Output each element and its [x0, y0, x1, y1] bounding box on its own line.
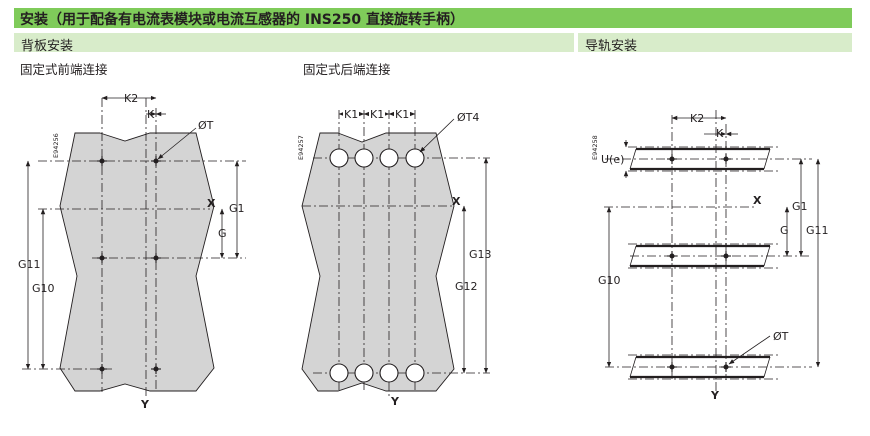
terminal-hole — [405, 148, 425, 168]
page-title: 安装（用于配备有电流表模块或电流互感器的 INS250 直接旋转手柄） — [20, 12, 464, 28]
mount-point — [667, 251, 677, 261]
back-plate-section-label: 背板安装 — [21, 39, 74, 54]
mount-point — [667, 154, 677, 164]
dim-g10-label: G10 — [32, 282, 55, 295]
mount-point — [97, 253, 107, 263]
terminal-hole — [405, 363, 425, 383]
dim-g11-label: G11 — [18, 258, 41, 271]
terminal-hole — [379, 148, 399, 168]
mount-point — [721, 362, 731, 372]
dim-k1-label: K1 — [370, 108, 384, 121]
figure-code: E94256 — [52, 133, 60, 158]
back-plate-section-bar: 背板安装 — [14, 33, 574, 54]
mount-point — [721, 154, 731, 164]
dim-k1-label: K1 — [344, 108, 358, 121]
terminal-hole — [354, 363, 374, 383]
figure-din-rail: E94258 K2 K U(e) X Y G1 G G11 G10 ØT — [591, 110, 829, 402]
terminal-hole — [354, 148, 374, 168]
hole-dia-label: ØT — [773, 330, 789, 343]
axis-y-label: Y — [140, 398, 150, 411]
axis-x-label: X — [753, 194, 762, 207]
terminal-hole — [329, 363, 349, 383]
plate-outline — [59, 132, 215, 392]
axis-x-label: X — [207, 197, 216, 210]
mount-point — [151, 253, 161, 263]
dim-g13-label: G13 — [469, 248, 492, 261]
dim-g10-label: G10 — [598, 274, 621, 287]
mount-point — [151, 156, 161, 166]
terminal-hole — [379, 363, 399, 383]
axis-y-label: Y — [390, 395, 400, 408]
figure-code: E94257 — [297, 135, 305, 160]
mount-point — [97, 156, 107, 166]
dim-k-label: K — [716, 127, 724, 140]
mount-point — [721, 251, 731, 261]
din-rail-section-label: 导轨安装 — [585, 39, 638, 54]
dim-g1-label: G1 — [229, 202, 245, 215]
dim-g1-label: G1 — [792, 200, 808, 213]
dim-g-label: G — [780, 224, 789, 237]
dim-k2-label: K2 — [690, 112, 704, 125]
hole-dia-label: ØT — [198, 119, 214, 132]
mount-point — [667, 362, 677, 372]
axis-y-label: Y — [710, 389, 720, 402]
front-fixed-caption: 固定式前端连接 — [20, 62, 108, 77]
figure-code: E94258 — [591, 135, 599, 160]
dim-k1-label: K1 — [395, 108, 409, 121]
figure-rear-fixed: E94257 K1 K1 K1 ØT4 X Y G13 G12 — [297, 108, 492, 408]
dim-u-label: U(e) — [601, 153, 624, 166]
title-bar: 安装（用于配备有电流表模块或电流互感器的 INS250 直接旋转手柄） — [14, 8, 852, 28]
figure-front-fixed: E94256 K2 K ØT X Y G1 G G11 G10 — [18, 92, 246, 411]
dim-g11-label: G11 — [806, 224, 829, 237]
din-rail-section-bar: 导轨安装 — [578, 33, 852, 54]
din-rails — [630, 147, 770, 379]
terminal-hole — [329, 148, 349, 168]
plate-outline — [301, 132, 455, 392]
axis-x-label: X — [452, 195, 461, 208]
mount-point — [151, 364, 161, 374]
rear-fixed-caption: 固定式后端连接 — [303, 62, 391, 77]
dim-g-label: G — [218, 227, 227, 240]
hole-dia-label: ØT4 — [457, 111, 479, 124]
mount-point — [97, 364, 107, 374]
dim-g12-label: G12 — [455, 280, 478, 293]
dim-k2-label: K2 — [124, 92, 138, 105]
dim-k-label: K — [147, 108, 155, 121]
